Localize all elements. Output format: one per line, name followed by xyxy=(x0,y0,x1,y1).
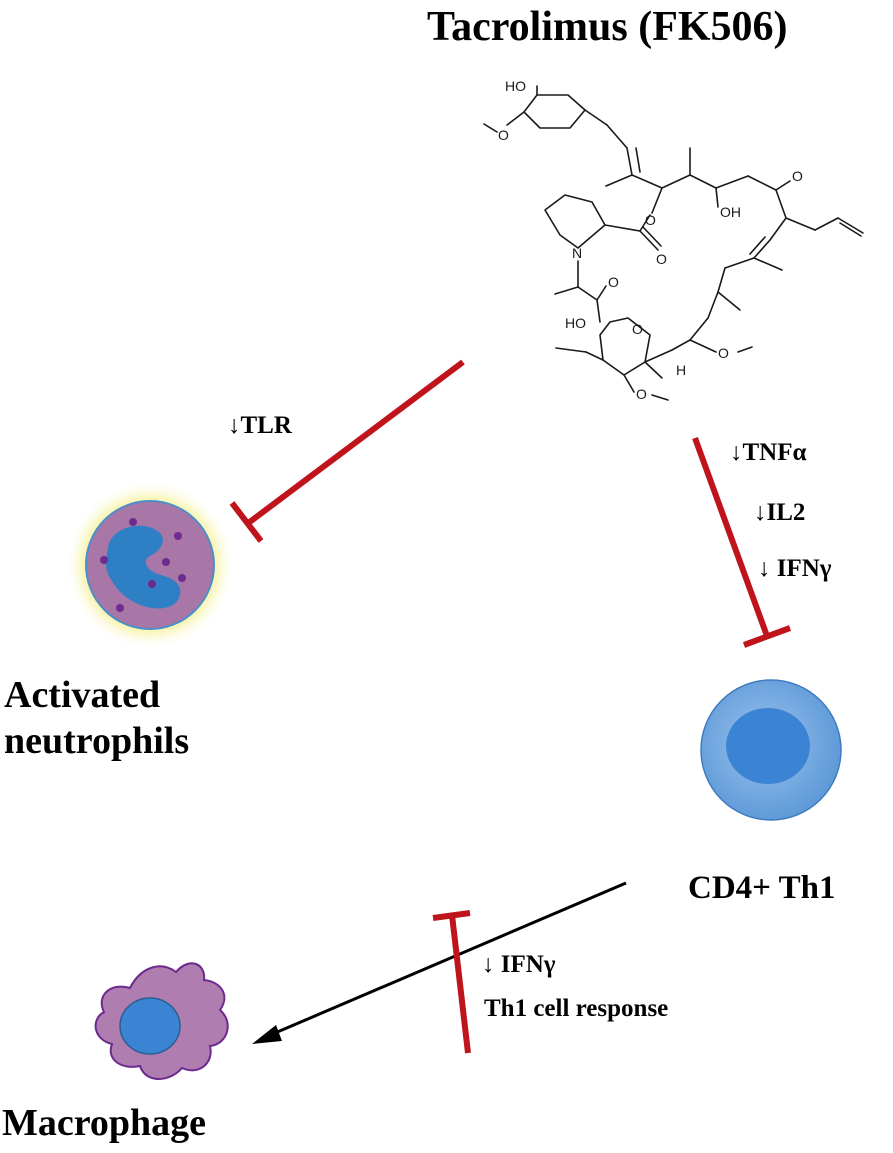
bond xyxy=(837,217,864,234)
inhibition-bar xyxy=(229,501,264,543)
neutrophil-label: Activated neutrophils xyxy=(4,674,190,762)
granule xyxy=(116,604,124,612)
bond xyxy=(635,147,641,173)
neutrophil-nucleus xyxy=(106,525,181,609)
atom-label: O xyxy=(498,127,509,143)
granule xyxy=(129,518,137,526)
atom-label: O xyxy=(792,168,803,184)
bond xyxy=(596,299,601,323)
bond xyxy=(642,226,662,247)
bond xyxy=(631,174,663,189)
tnf-label: ↓TNFα xyxy=(730,439,807,466)
th1-cell xyxy=(700,679,842,821)
bond xyxy=(644,349,673,363)
atom-label: HO xyxy=(505,78,526,94)
atom-label: H xyxy=(676,362,686,378)
bond xyxy=(689,339,717,353)
bond xyxy=(639,214,651,232)
diagram-title: Tacrolimus (FK506) xyxy=(427,4,788,50)
activation-arrow-macrophage xyxy=(252,881,627,1044)
bond xyxy=(661,174,691,189)
th1-nucleus xyxy=(726,708,810,784)
bond xyxy=(639,230,659,251)
bond xyxy=(689,174,717,189)
atom-label: N xyxy=(572,245,582,261)
inhibition-bar xyxy=(742,625,792,648)
bond xyxy=(717,291,741,311)
atom-label: O xyxy=(718,345,729,361)
bond xyxy=(671,339,691,351)
granule xyxy=(174,532,182,540)
bond xyxy=(555,347,587,353)
inhibition-line-macrophage xyxy=(432,910,471,1054)
th1-label: CD4+ Th1 xyxy=(688,870,836,906)
bond xyxy=(584,109,608,126)
bond xyxy=(715,175,749,189)
bond xyxy=(747,175,777,191)
bond xyxy=(814,217,839,231)
bond xyxy=(596,285,607,301)
bond xyxy=(737,346,753,353)
bond xyxy=(623,374,635,393)
th1-response-label: Th1 cell response xyxy=(484,995,669,1022)
pyran-ring xyxy=(599,317,651,376)
bond xyxy=(775,180,791,191)
neutrophil-body xyxy=(85,500,215,630)
bond xyxy=(785,217,816,231)
atom-label: HO xyxy=(565,315,586,331)
bond xyxy=(749,236,766,255)
ifn-gamma-label: ↓ IFNγ xyxy=(758,555,832,582)
bond xyxy=(585,351,604,361)
bond xyxy=(506,111,525,126)
molecule-atom-labels: HO O O OH O N O O HO O H O O xyxy=(498,78,803,402)
bond xyxy=(753,257,783,271)
bond xyxy=(724,257,755,269)
bond xyxy=(715,187,719,208)
bond xyxy=(577,286,598,301)
bond xyxy=(604,224,641,232)
bond xyxy=(651,187,663,214)
il2-label: ↓IL2 xyxy=(754,499,806,526)
bond xyxy=(626,147,633,176)
macrophage-cell xyxy=(94,962,229,1080)
tacrolimus-structure xyxy=(483,85,864,401)
bond xyxy=(605,174,633,187)
macrophage-nucleus xyxy=(119,997,181,1055)
atom-label: OH xyxy=(720,204,741,220)
inhibition-line-neutrophil xyxy=(229,359,465,543)
atom-label: O xyxy=(636,386,647,402)
atom-label: O xyxy=(656,251,667,267)
bond xyxy=(753,239,771,259)
neutrophil-cell xyxy=(65,480,235,650)
bond xyxy=(775,189,787,219)
granule xyxy=(162,558,170,566)
bond xyxy=(707,291,719,319)
granule xyxy=(148,580,156,588)
macrophage-ifn-gamma-label: ↓ IFNγ xyxy=(482,951,556,978)
bond xyxy=(554,286,579,295)
bond xyxy=(769,217,787,241)
atom-label: O xyxy=(632,321,643,337)
atom-label: O xyxy=(645,212,656,228)
bond xyxy=(717,267,726,293)
bond xyxy=(689,317,709,341)
bond xyxy=(606,124,628,149)
piperidine-ring xyxy=(544,194,606,249)
cyclohexyl-ring xyxy=(523,94,586,129)
granule xyxy=(100,556,108,564)
bond xyxy=(651,394,669,401)
atom-label: O xyxy=(608,274,619,290)
macrophage-label: Macrophage xyxy=(2,1102,207,1144)
inhibition-line-th1 xyxy=(692,436,792,648)
bond xyxy=(644,361,663,379)
tlr-label: ↓TLR xyxy=(228,412,292,439)
inhibition-bar xyxy=(432,910,471,921)
granule xyxy=(178,574,186,582)
bond xyxy=(839,222,862,237)
bond xyxy=(483,123,498,133)
